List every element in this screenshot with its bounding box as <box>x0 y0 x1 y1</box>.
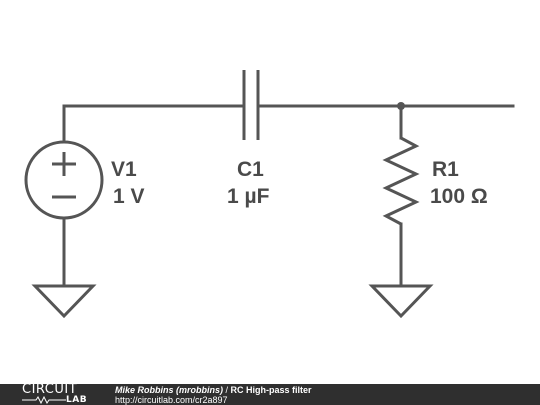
circuit-url-link[interactable]: http://circuitlab.com/cr2a897 <box>115 395 228 405</box>
ground-symbol-left <box>31 284 97 319</box>
ground-symbol-right <box>368 284 434 319</box>
footer-bar: CIRCUIT LAB Mike Robbins (mrobbins) / RC… <box>0 382 540 405</box>
voltage-source-v1 <box>24 140 104 220</box>
logo-text-lab: LAB <box>66 395 88 405</box>
credit-separator: / <box>223 385 231 395</box>
logo-text-circuit: CIRCUIT <box>22 382 78 397</box>
r1-name-label: R1 <box>432 158 459 181</box>
c1-name-label: C1 <box>237 158 264 181</box>
logo-resistor-icon <box>22 395 66 405</box>
c1-value-label: 1 µF <box>227 185 270 208</box>
circuit-title: RC High-pass filter <box>230 385 312 395</box>
circuit-schematic: C1 1 µF V1 1 V R1 100 Ω <box>24 70 515 319</box>
author-name: Mike Robbins (mrobbins) <box>115 385 223 395</box>
v1-value-label: 1 V <box>113 185 145 208</box>
footer-credit: Mike Robbins (mrobbins) / RC High-pass f… <box>115 385 312 395</box>
wire-source-to-capacitor <box>62 104 246 141</box>
capacitor-c1 <box>242 70 260 140</box>
circuitlab-logo: CIRCUIT LAB <box>22 382 94 405</box>
resistor-r1 <box>382 136 420 226</box>
r1-value-label: 100 Ω <box>430 185 488 208</box>
v1-name-label: V1 <box>111 158 137 181</box>
